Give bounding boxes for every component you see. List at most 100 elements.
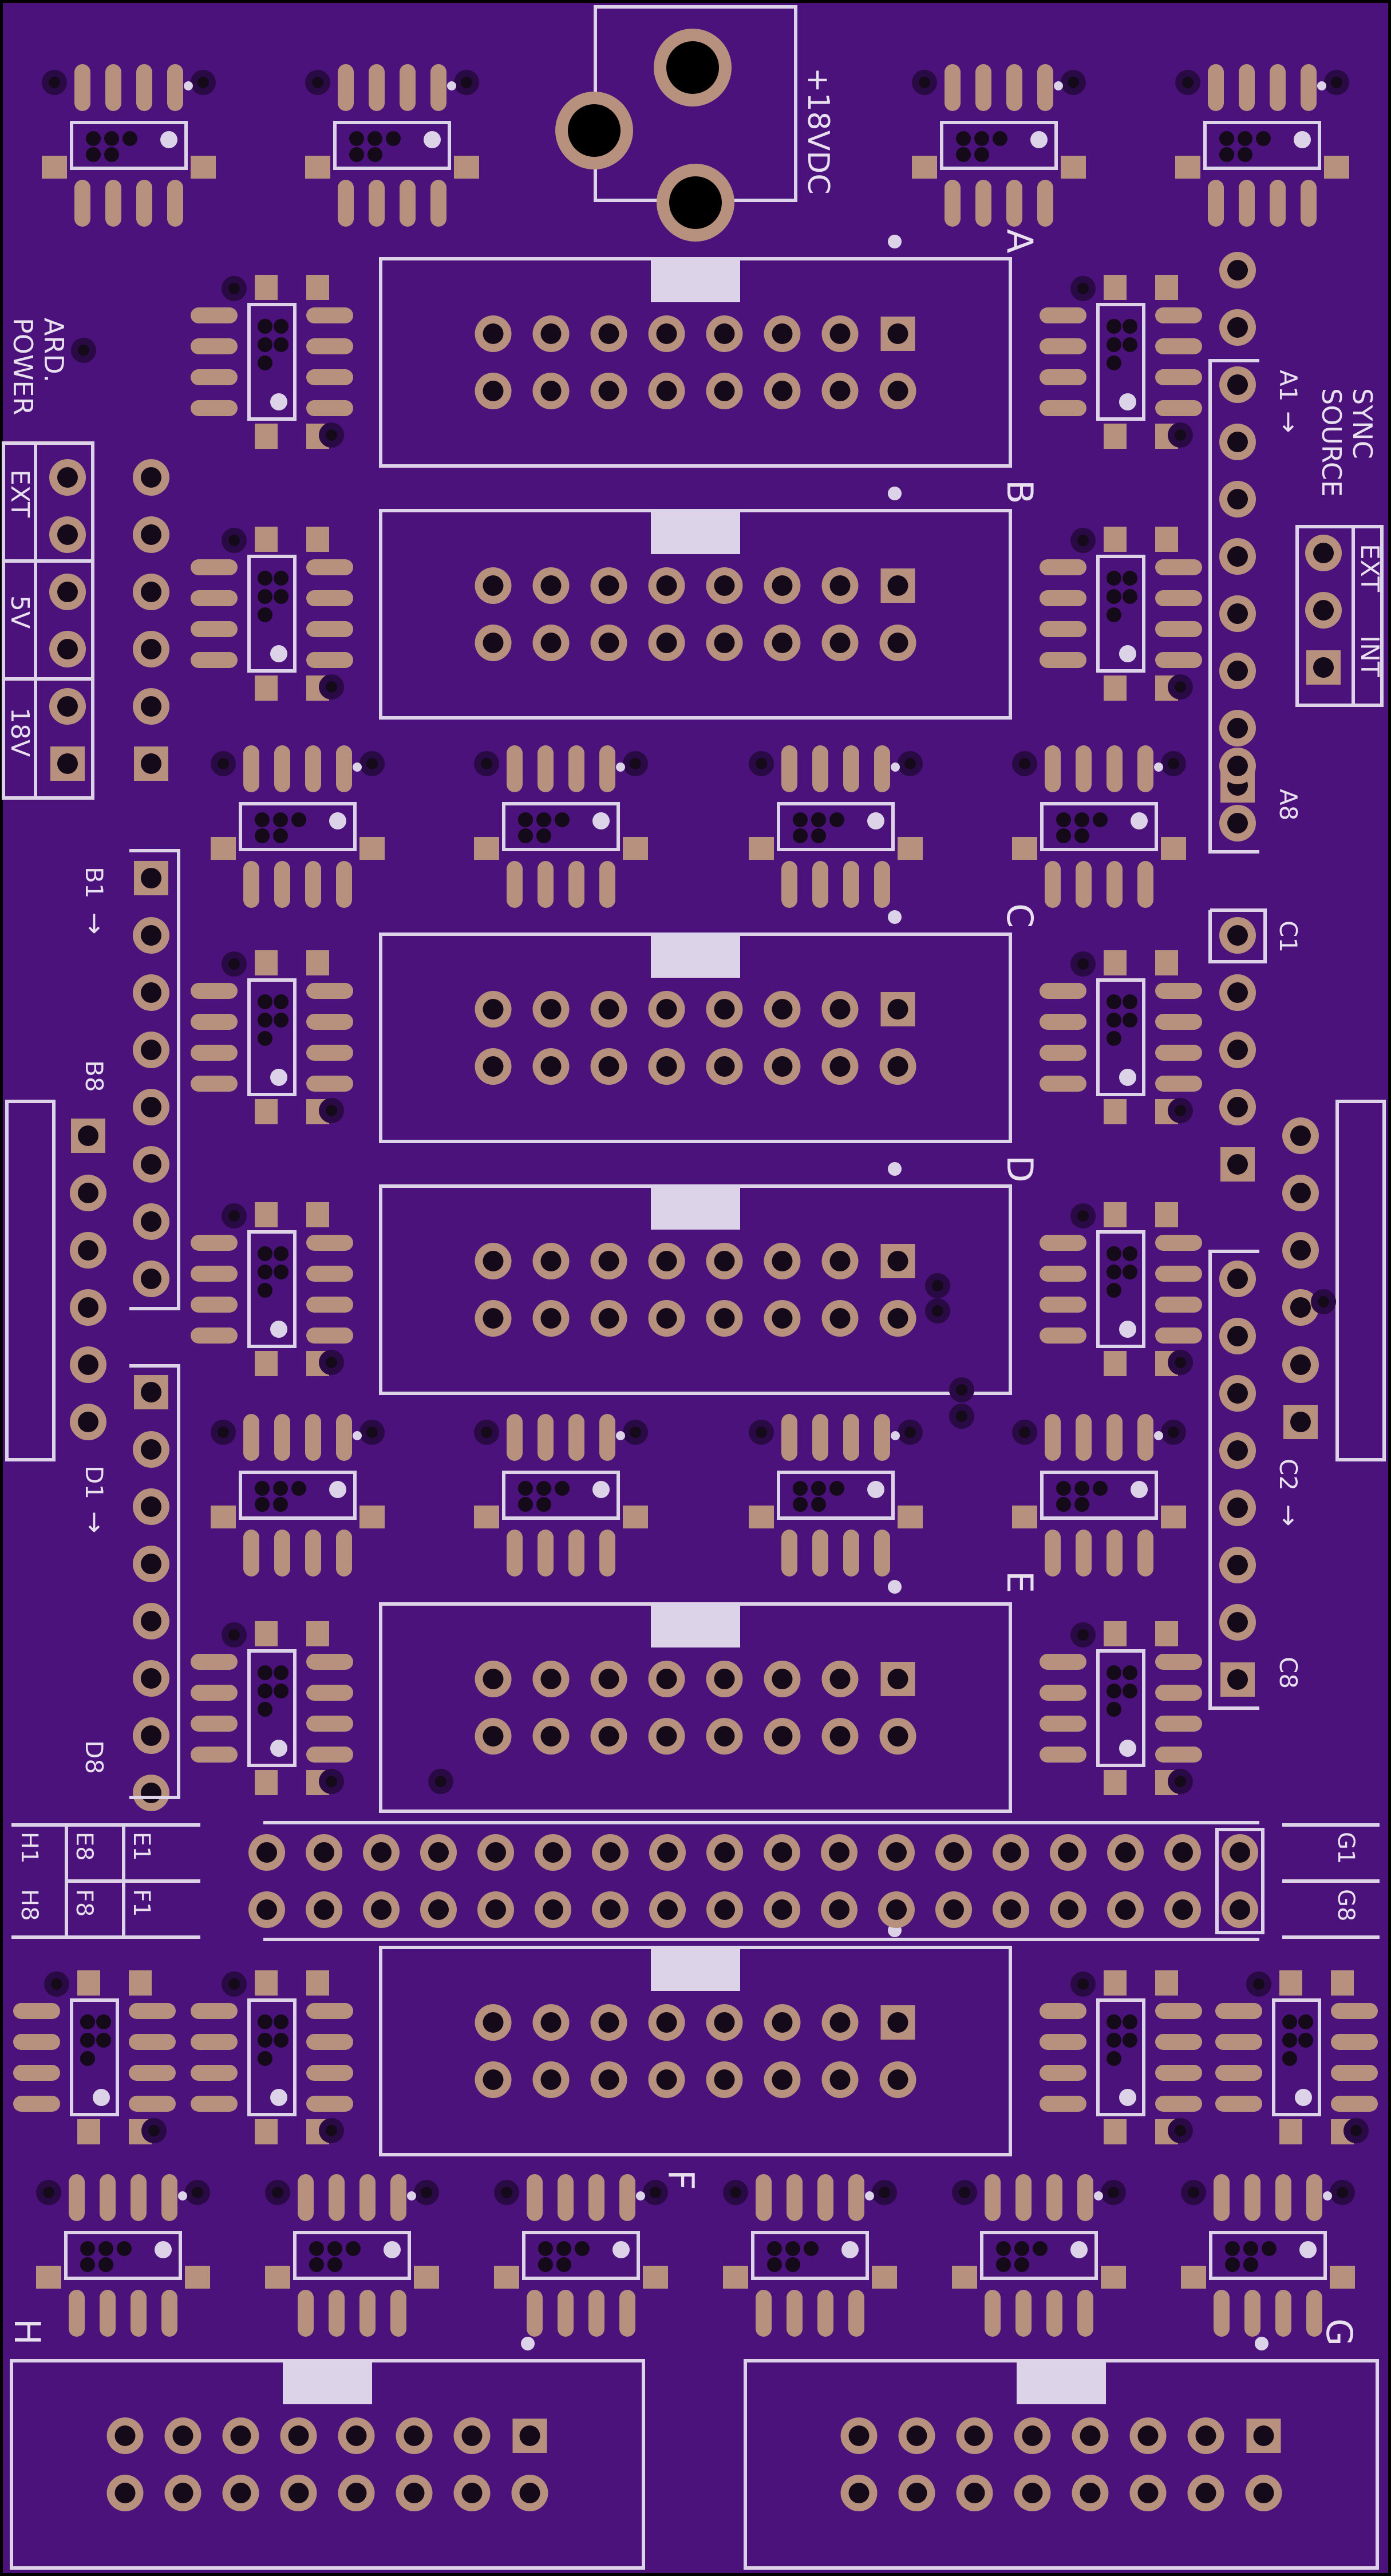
connector-label-a: A [999, 229, 1041, 253]
smd-pad [1244, 2174, 1260, 2221]
header-pin-drill [141, 1382, 161, 1402]
idc-pin-drill [656, 999, 677, 1020]
ic-pin1-mark [612, 2241, 630, 2258]
smd-pad [787, 2290, 803, 2337]
bus-pin-drill [314, 1899, 334, 1920]
smd-pad [568, 861, 584, 908]
header-pin-drill [78, 1183, 98, 1203]
thermal-via [258, 2014, 272, 2029]
smd-pad [306, 1235, 353, 1251]
ic-outline [70, 1998, 119, 2116]
idc-pin-drill [714, 1669, 735, 1689]
bus-pin-drill [1058, 1899, 1078, 1920]
idc-pin-drill [714, 2069, 735, 2090]
smd-pad [568, 1530, 584, 1577]
idc-pin-drill [230, 2483, 251, 2503]
label-d8: D8 [80, 1740, 108, 1774]
idc-pin-drill [714, 1726, 735, 1747]
thermal-via [274, 319, 289, 334]
smd-pad [1045, 1530, 1061, 1577]
smd-pad [1244, 2290, 1260, 2337]
idc-pin-drill [483, 2069, 504, 2090]
passive-pad [1104, 1970, 1127, 1996]
smd-pad [69, 2174, 85, 2221]
smd-pad [1040, 590, 1086, 606]
idc-pin-drill [829, 633, 851, 653]
smd-pad [1208, 180, 1224, 227]
label-d1: D1 [80, 1465, 108, 1499]
thermal-via [1107, 319, 1121, 334]
smd-pad [538, 1414, 554, 1461]
opamp-ic-v-0 [191, 275, 353, 449]
idc-pin-drill [772, 1669, 793, 1689]
via-drill [435, 1776, 446, 1787]
sync-source-label-2: SOURCE [1316, 388, 1347, 497]
thermal-via [1093, 812, 1108, 827]
ic-outline [751, 2231, 869, 2280]
thermal-via [86, 147, 101, 162]
header-pin-drill [141, 982, 161, 1003]
idc-pin-drill [656, 2069, 677, 2090]
header-bracket [1208, 1250, 1259, 1710]
smd-pad [1137, 861, 1153, 908]
thermal-via [258, 1684, 272, 1698]
bus-pin-drill [543, 1842, 563, 1863]
smd-pad [306, 559, 353, 575]
header-pin-drill [1227, 661, 1248, 681]
label-c1: C1 [1274, 920, 1302, 953]
thermal-via [974, 147, 989, 162]
smd-pad [1045, 861, 1061, 908]
smd-pad [1155, 2065, 1202, 2081]
smd-pad [305, 1414, 321, 1461]
thermal-via [1282, 2014, 1297, 2029]
ic-outline [940, 121, 1058, 170]
smd-pad [1037, 180, 1053, 227]
ic-outline [239, 802, 357, 851]
idc-key-notch [651, 1947, 740, 1991]
pin1-dot [447, 81, 456, 90]
thermal-via [258, 1665, 272, 1680]
smd-pad [1040, 2065, 1086, 2081]
smd-pad [306, 1014, 353, 1030]
idc-pin-drill [540, 1669, 562, 1689]
connector-h [10, 2337, 645, 2570]
label-e8: E8 [71, 1832, 97, 1861]
header-pin-drill [141, 1269, 161, 1289]
smd-pad [338, 180, 354, 227]
smd-pad [1040, 1327, 1086, 1344]
smd-pad [599, 745, 615, 792]
passive-pad [1279, 1970, 1302, 1996]
smd-pad [1155, 2034, 1202, 2050]
idc-pin-drill [1195, 2483, 1216, 2503]
smd-pad [369, 180, 385, 227]
passive-pad [1330, 2266, 1355, 2289]
header-pin-drill [141, 1554, 161, 1574]
passive-pad [494, 2266, 519, 2289]
via-drill [956, 1384, 967, 1396]
smd-pad [781, 1414, 797, 1461]
smd-pad [588, 2174, 604, 2221]
passive-pad [255, 2119, 278, 2144]
smd-pad [558, 2290, 574, 2337]
idc-key-notch [651, 1604, 740, 1647]
idc-pin-drill [598, 1308, 619, 1329]
idc-pin-drill [714, 999, 735, 1020]
idc-pin-drill [172, 2425, 193, 2446]
ic-pin1-mark [1119, 645, 1136, 662]
thermal-via [258, 1283, 272, 1298]
thermal-via [536, 1481, 551, 1496]
smd-pad [1155, 338, 1202, 354]
thermal-via [1298, 2014, 1313, 2029]
ic-outline [980, 2231, 1098, 2280]
ic-outline [777, 1471, 895, 1520]
smd-pad [74, 180, 90, 227]
smd-pad [1077, 2290, 1093, 2337]
via-drill [1253, 1978, 1264, 1990]
thermal-via [1107, 607, 1121, 622]
smd-pad [756, 2290, 772, 2337]
smd-pad [1155, 983, 1202, 999]
opamp-ic-v-7 [1040, 1202, 1202, 1376]
thermal-via [258, 1702, 272, 1717]
smd-pad [191, 1327, 238, 1344]
header-pin-drill [141, 1097, 161, 1117]
